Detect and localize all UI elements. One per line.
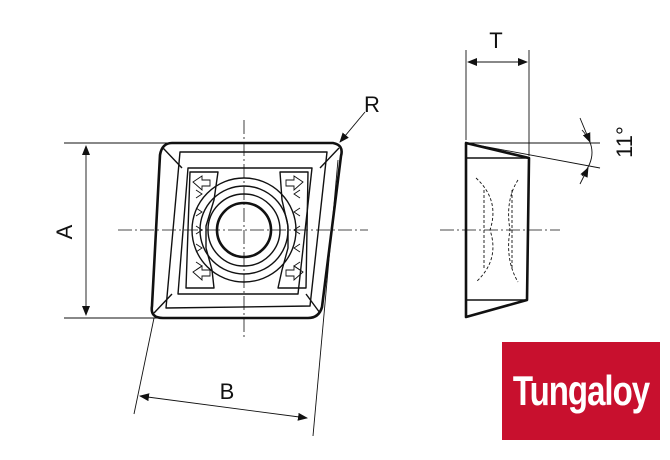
front-view: A B R bbox=[52, 92, 380, 437]
angle-label: 11° bbox=[612, 126, 637, 158]
chipbreaker-pocket-left bbox=[185, 171, 219, 289]
dim-t-label: T bbox=[489, 28, 502, 53]
chip-arrow-top-right bbox=[285, 175, 304, 192]
side-view: T 11° bbox=[440, 28, 637, 319]
dim-b-extension-right bbox=[312, 159, 339, 437]
chip-arrow-top-left bbox=[192, 175, 211, 192]
radius-leader bbox=[339, 111, 366, 143]
angle-leg-line bbox=[465, 142, 601, 169]
hidden-hole-right bbox=[508, 179, 519, 283]
chip-arrow-bottom-right bbox=[285, 265, 304, 282]
angle-arrow-top bbox=[579, 117, 591, 143]
insert-outline bbox=[150, 141, 343, 320]
tungaloy-logo: Tungaloy bbox=[502, 342, 660, 440]
corner-facet-top-left bbox=[162, 147, 183, 169]
brand-wordmark: Tungaloy bbox=[512, 367, 650, 414]
corner-facet-bottom-left bbox=[153, 293, 173, 314]
radius-label: R bbox=[364, 92, 380, 117]
insert-inner-edge bbox=[165, 151, 328, 309]
chipbreaker-land bbox=[177, 167, 313, 295]
chipbreaker-pocket-right bbox=[277, 171, 309, 289]
angle-arrow-bottom bbox=[579, 167, 589, 185]
dim-a-label: A bbox=[52, 224, 77, 239]
dim-b-label: B bbox=[220, 379, 235, 404]
corner-facet-bottom-right bbox=[305, 293, 321, 314]
chip-arrow-bottom-left bbox=[192, 265, 211, 282]
dim-b-extension-left bbox=[133, 317, 155, 415]
corner-facet-top-right bbox=[319, 147, 340, 169]
dim-b-line bbox=[139, 393, 308, 421]
